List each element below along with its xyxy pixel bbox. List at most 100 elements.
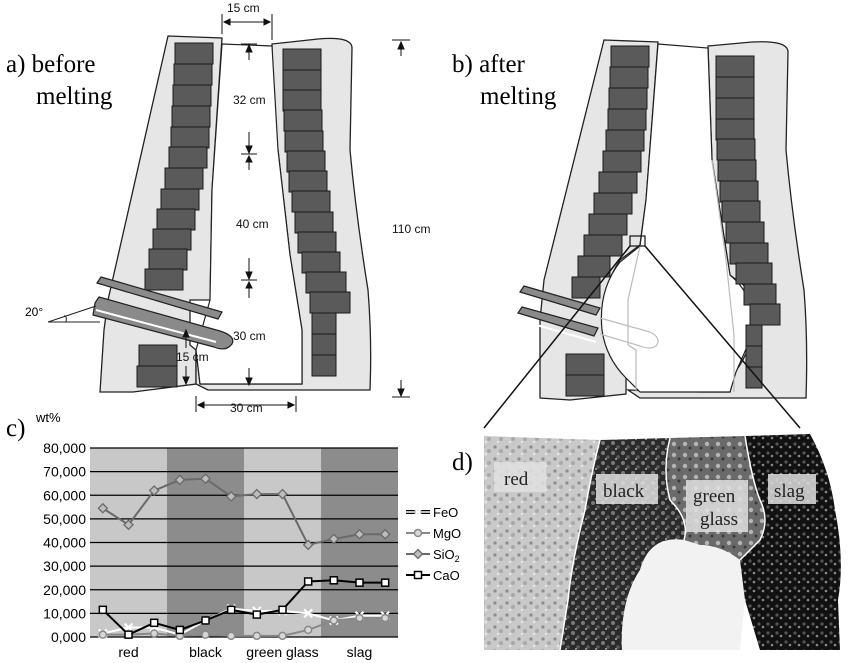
point-circle-marker xyxy=(329,616,339,625)
dim-pipe-height: 15 cm xyxy=(176,350,209,364)
left-bricks xyxy=(136,42,214,388)
point-square-marker xyxy=(98,605,108,615)
panel-a-label-line2: melting xyxy=(36,83,113,110)
photo-zone-labels: red black green glass slag xyxy=(494,462,816,532)
panel-b-label-line1: b) after xyxy=(452,51,526,78)
point-diamond-marker xyxy=(174,474,186,486)
point-diamond-marker xyxy=(97,502,109,514)
dimension-lines xyxy=(182,14,410,412)
y-tick-label: 80,000 xyxy=(43,440,86,456)
point-square-marker xyxy=(252,610,262,619)
point-diamond-marker xyxy=(412,548,424,560)
legend-label: SiO2 xyxy=(433,547,460,564)
point-square-marker xyxy=(413,570,423,580)
point-diamond-marker xyxy=(302,539,314,551)
point-diamond-marker xyxy=(225,491,237,502)
y-tick-label: 40,000 xyxy=(43,535,86,551)
tuyere-pipes xyxy=(92,276,234,350)
point-circle-marker xyxy=(98,630,108,639)
left-bricks-after xyxy=(565,45,650,397)
series-line-cao xyxy=(102,579,386,636)
point-diamond-marker xyxy=(379,528,391,540)
chart-ylabel: wt% xyxy=(35,410,61,425)
y-tick-label: 0,000 xyxy=(51,629,86,645)
zone-green: green xyxy=(693,486,736,507)
point-diamond-marker xyxy=(251,488,263,500)
point-square-marker xyxy=(380,578,390,587)
ghost-pipe xyxy=(599,317,659,349)
chart: 0,000 10,000 20,000 30,000 40,000 50,000 60,00… xyxy=(43,440,398,660)
dim-seg1: 32 cm xyxy=(233,93,266,107)
zone-red: red xyxy=(504,469,529,490)
point-circle-marker xyxy=(355,613,364,623)
y-tick-label: 60,000 xyxy=(43,487,86,503)
angle-label: 20° xyxy=(25,305,43,319)
point-square-marker xyxy=(329,576,339,585)
point-square-marker xyxy=(355,578,364,587)
point-square-marker xyxy=(124,630,133,639)
panel-a-label-line1: a) before xyxy=(6,51,96,78)
point-diamond-marker xyxy=(123,519,134,531)
point-circle-marker xyxy=(149,629,159,638)
marker-stroke xyxy=(303,608,313,619)
x-tick-label: red xyxy=(118,644,138,660)
x-tick-label: slag xyxy=(347,644,373,660)
original-outline xyxy=(627,159,735,392)
point-square-marker xyxy=(278,605,287,615)
legend-label: FeO xyxy=(433,505,458,520)
y-tick-label: 70,000 xyxy=(43,464,86,480)
point-x-marker xyxy=(303,608,313,619)
dim-top-gap: 15 cm xyxy=(227,1,260,15)
panel-c: c) wt% 0,000 10,000 20,000 30,000 40,000 50,0… xyxy=(6,410,461,660)
panel-b: b) after melting xyxy=(452,39,808,429)
zone-slag: slag xyxy=(774,481,805,502)
panel-d-label: d) xyxy=(452,449,473,476)
series-line-mgo xyxy=(102,617,386,637)
point-square-marker xyxy=(201,616,210,625)
marker-stroke xyxy=(123,622,134,633)
panel-a: a) before melting xyxy=(6,1,430,415)
zone-black: black xyxy=(603,481,645,502)
x-tick-label: green glass xyxy=(246,644,318,660)
point-x-marker xyxy=(123,622,134,633)
dim-bottom-width: 30 cm xyxy=(230,401,263,415)
panel-c-label: c) xyxy=(6,415,25,442)
dim-seg2: 40 cm xyxy=(236,217,269,231)
legend-label: CaO xyxy=(433,568,460,583)
y-tick-label: 20,000 xyxy=(43,582,86,598)
point-diamond-marker xyxy=(200,473,211,485)
right-bricks xyxy=(282,48,351,377)
point-diamond-marker xyxy=(277,488,288,500)
point-circle-marker xyxy=(252,631,262,641)
x-tick-label: black xyxy=(189,644,223,660)
y-tick-label: 10,000 xyxy=(43,605,86,621)
point-circle-marker xyxy=(278,631,287,641)
point-circle-marker xyxy=(226,631,236,641)
point-square-marker xyxy=(303,577,313,586)
panel-b-label-line2: melting xyxy=(480,83,557,110)
point-diamond-marker xyxy=(148,485,160,496)
point-square-marker xyxy=(149,618,159,628)
zone-glass: glass xyxy=(700,509,738,530)
y-tick-label: 30,000 xyxy=(43,558,86,574)
point-square-marker xyxy=(226,605,236,615)
y-tick-label: 50,000 xyxy=(43,511,86,527)
zoom-box xyxy=(629,235,646,247)
legend-label: MgO xyxy=(433,526,461,541)
panel-d: d) xyxy=(452,434,841,651)
point-circle-marker xyxy=(303,625,313,635)
point-diamond-marker xyxy=(328,533,340,545)
angle-marker xyxy=(47,305,100,323)
dim-seg3: 30 cm xyxy=(233,329,266,343)
zoom-line-right xyxy=(644,245,801,429)
shaft-interior xyxy=(195,43,303,385)
point-circle-marker xyxy=(413,528,423,538)
point-diamond-marker xyxy=(354,528,365,540)
point-x-marker xyxy=(413,507,423,517)
zoom-line-left xyxy=(483,245,631,429)
point-circle-marker xyxy=(380,613,390,623)
point-square-marker xyxy=(175,625,185,635)
right-bricks-after xyxy=(715,55,781,389)
